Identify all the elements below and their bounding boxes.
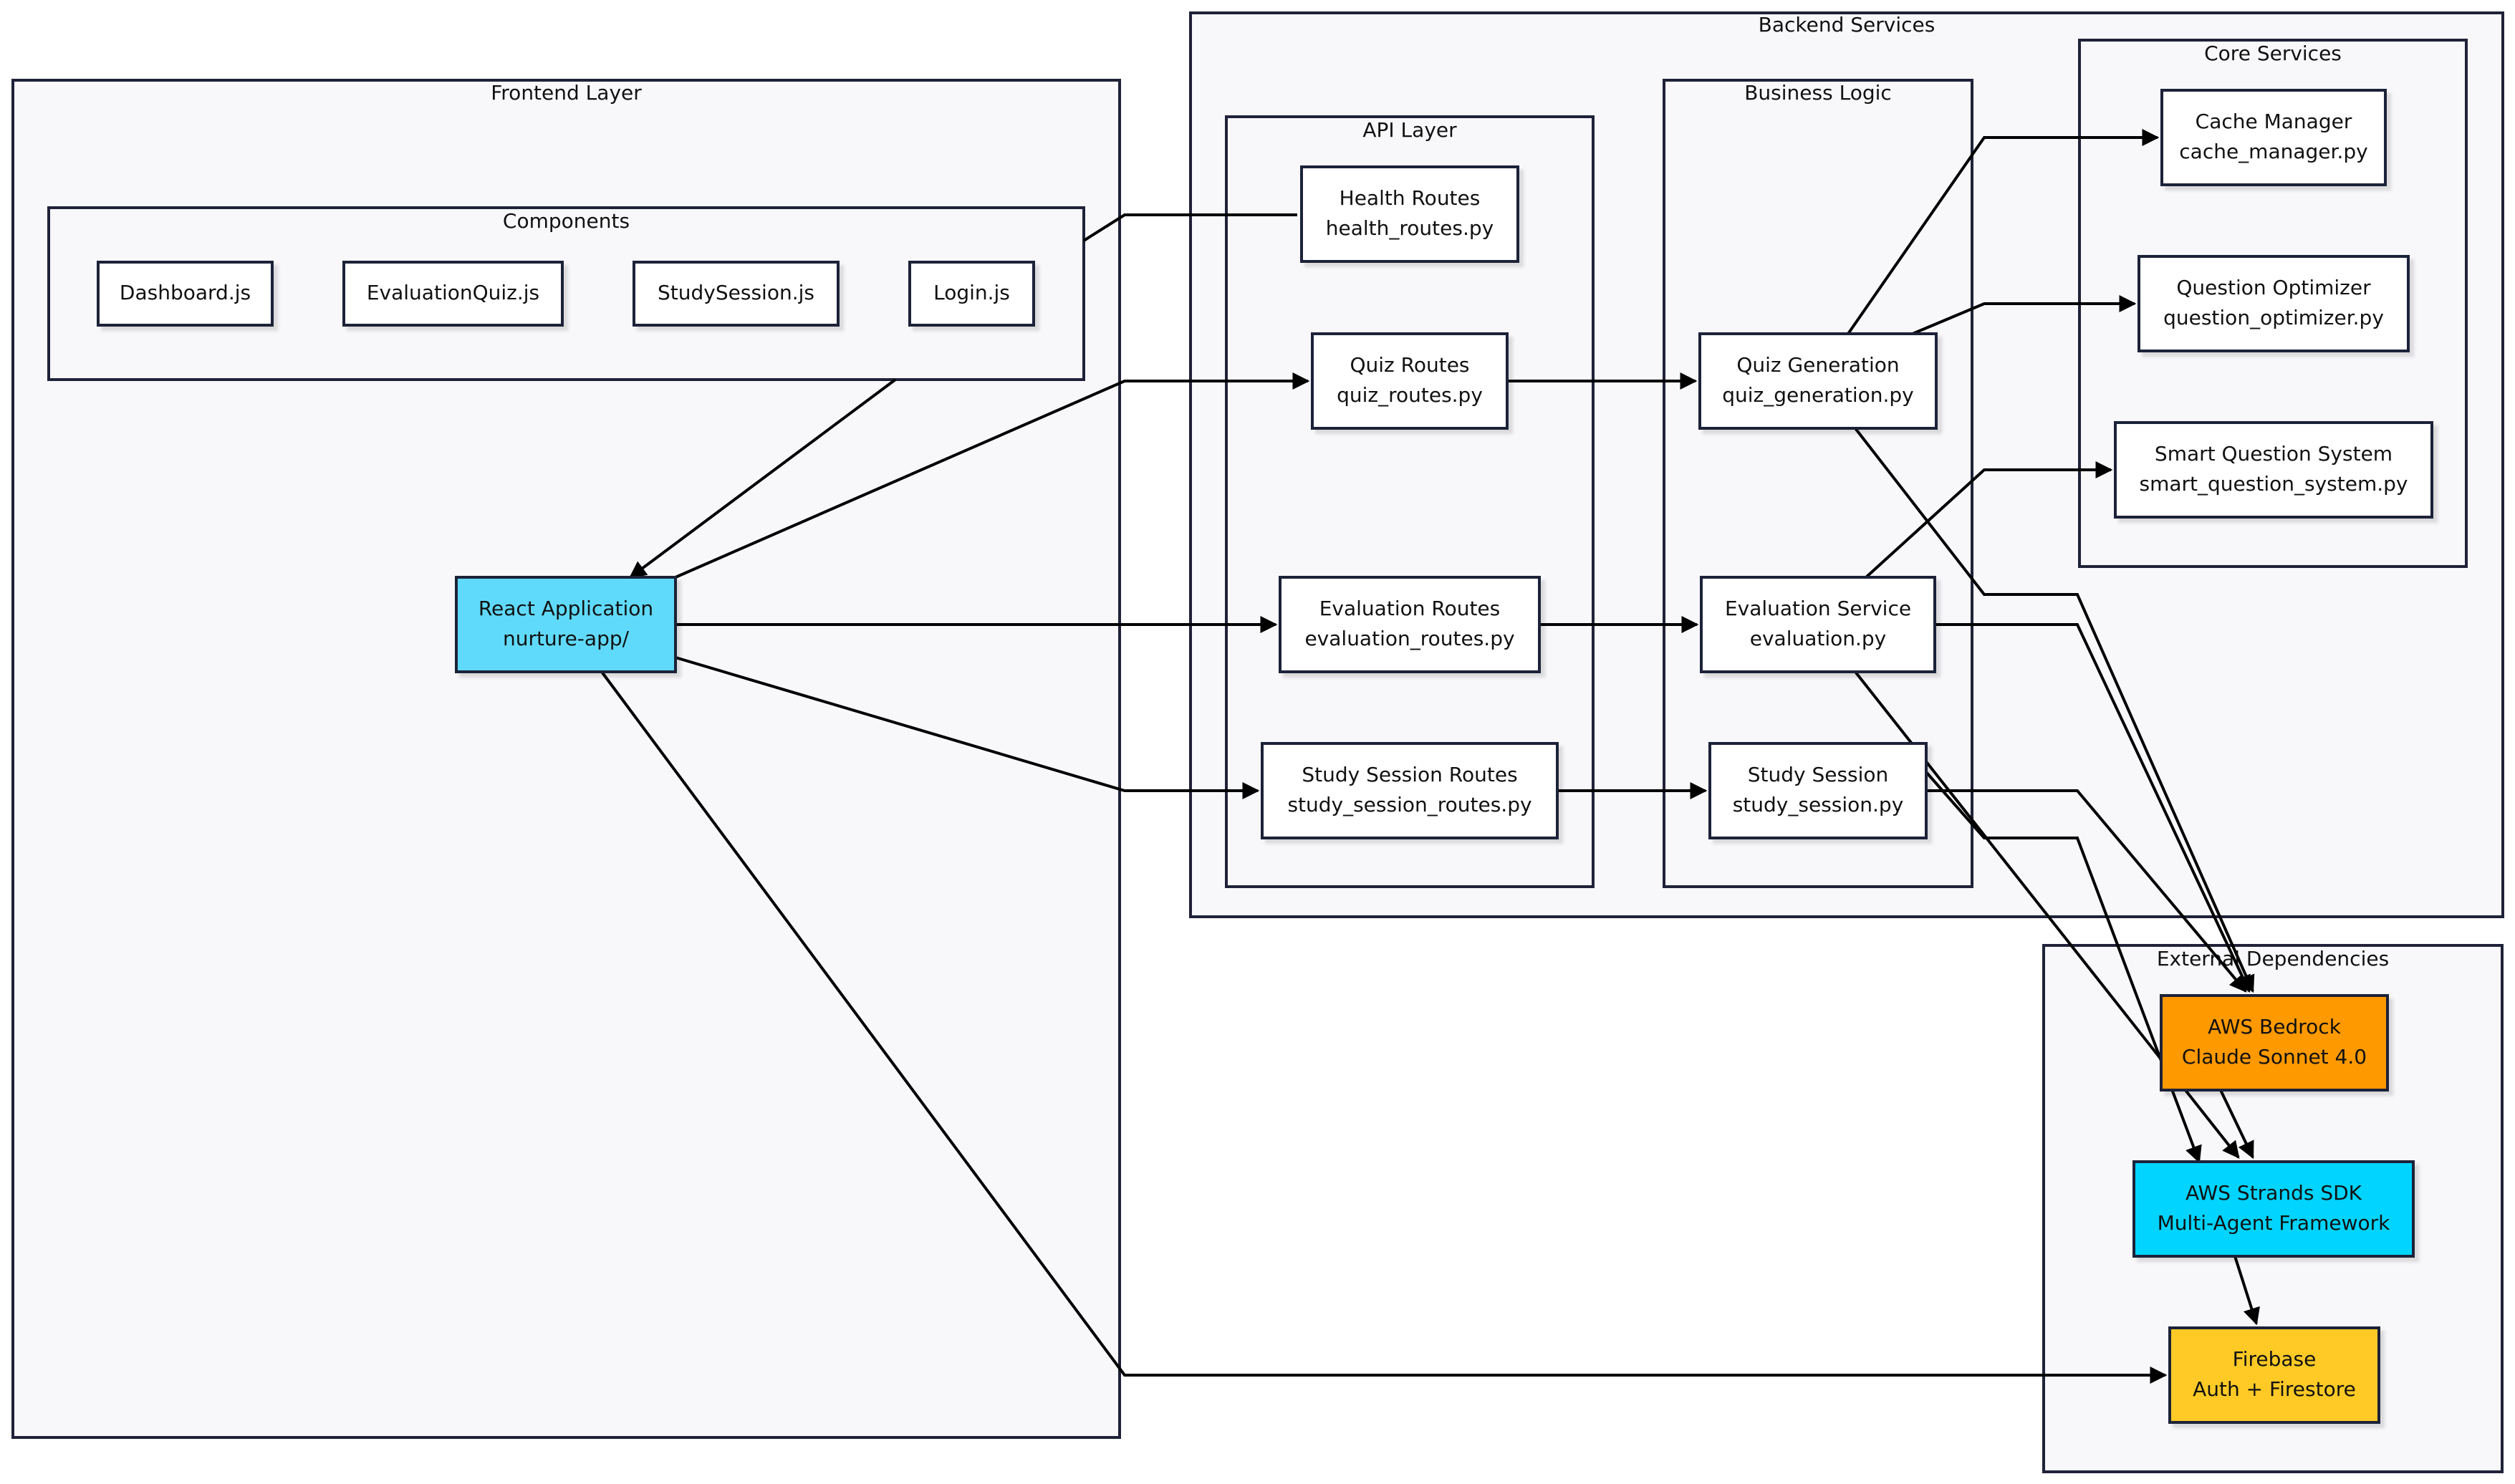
node-smart-box[interactable] xyxy=(2114,421,2433,519)
node-evalroutes-line-2: evaluation_routes.py xyxy=(1304,627,1514,650)
node-evalroutes[interactable]: Evaluation Routes evaluation_routes.py xyxy=(1279,576,1541,673)
node-strands-line-1: AWS Strands SDK xyxy=(2185,1181,2362,1205)
node-bedrock-line-2: Claude Sonnet 4.0 xyxy=(2182,1045,2367,1069)
node-studysessionjs-box[interactable] xyxy=(633,261,840,327)
node-evalservice-box[interactable] xyxy=(1700,576,1936,673)
edge-studysession-to-strands xyxy=(1925,771,2202,1164)
edge-bedrock-to-strands xyxy=(2219,1089,2254,1160)
node-quizroutes-line-2: quiz_routes.py xyxy=(1337,383,1483,407)
node-evalservice-line-1: Evaluation Service xyxy=(1725,597,1911,620)
node-evalservice[interactable]: Evaluation Service evaluation.py xyxy=(1700,576,1936,673)
node-strands-box[interactable] xyxy=(2132,1160,2415,1258)
node-cache[interactable]: Cache Manager cache_manager.py xyxy=(2160,89,2387,186)
cluster-frontend-label: Frontend Layer xyxy=(491,81,642,105)
node-optimizer-box[interactable] xyxy=(2137,255,2410,352)
edge-react-to-quizroutes xyxy=(675,372,1310,579)
node-smart[interactable]: Smart Question System smart_question_syst… xyxy=(2114,421,2433,519)
node-bedrock-box[interactable] xyxy=(2160,994,2389,1092)
node-strands-line-2: Multi-Agent Framework xyxy=(2158,1211,2390,1235)
nodes-layer: Dashboard.js EvaluationQuiz.js StudySessio… xyxy=(97,89,2433,1424)
node-dashboard[interactable]: Dashboard.js xyxy=(97,261,274,327)
node-evalquiz-line-1: EvaluationQuiz.js xyxy=(367,281,539,304)
edge-quizgen-to-cache xyxy=(1847,129,2160,335)
cluster-api-label: API Layer xyxy=(1362,118,1457,142)
node-login[interactable]: Login.js xyxy=(908,261,1035,327)
node-firebase-box[interactable] xyxy=(2168,1326,2380,1424)
node-health-line-2: health_routes.py xyxy=(1326,216,1494,240)
node-evalroutes-line-1: Evaluation Routes xyxy=(1319,597,1501,620)
node-evalquiz-box[interactable] xyxy=(342,261,564,327)
node-optimizer-line-1: Question Optimizer xyxy=(2176,276,2371,299)
node-login-line-1: Login.js xyxy=(933,281,1010,304)
node-studysession-box[interactable] xyxy=(1708,742,1928,839)
node-quizgen-box[interactable] xyxy=(1698,332,1938,430)
edge-evalservice-to-bedrock xyxy=(1935,623,2251,993)
node-studyroutes[interactable]: Study Session Routes study_session_routes… xyxy=(1261,742,1559,839)
edge-react-to-firebase xyxy=(600,670,2168,1384)
node-studysession-line-2: study_session.py xyxy=(1733,793,1904,816)
edge-react-to-studyroutes xyxy=(675,656,1260,799)
node-quizgen-line-2: quiz_generation.py xyxy=(1722,383,1914,407)
node-evalservice-line-2: evaluation.py xyxy=(1750,627,1887,650)
node-evalquiz[interactable]: EvaluationQuiz.js xyxy=(342,261,564,327)
edge-components-to-react xyxy=(1082,213,1297,242)
edge-quizgen-to-optimizer xyxy=(1912,295,2137,335)
node-quizroutes-line-1: Quiz Routes xyxy=(1350,353,1469,377)
node-studysessionjs-line-1: StudySession.js xyxy=(658,281,814,304)
cluster-core-label: Core Services xyxy=(2204,42,2342,65)
node-studyroutes-line-2: study_session_routes.py xyxy=(1287,793,1531,816)
node-firebase-line-2: Auth + Firestore xyxy=(2193,1377,2356,1401)
node-bedrock-line-1: AWS Bedrock xyxy=(2208,1015,2342,1039)
node-cache-line-1: Cache Manager xyxy=(2196,110,2352,133)
edge-evalservice-to-smart xyxy=(1865,461,2113,579)
cluster-components-label: Components xyxy=(503,209,630,233)
node-studysession[interactable]: Study Session study_session.py xyxy=(1708,742,1928,839)
cluster-business-label: Business Logic xyxy=(1744,81,1892,105)
cluster-backend-label: Backend Services xyxy=(1759,13,1935,37)
node-optimizer[interactable]: Question Optimizer question_optimizer.py xyxy=(2137,255,2410,352)
node-health[interactable]: Health Routes health_routes.py xyxy=(1300,165,1519,263)
node-login-box[interactable] xyxy=(908,261,1035,327)
edge-strands-to-firebase xyxy=(2233,1256,2260,1326)
node-quizgen-line-1: Quiz Generation xyxy=(1736,353,1899,377)
cluster-external-label: External Dependencies xyxy=(2157,947,2389,970)
node-optimizer-line-2: question_optimizer.py xyxy=(2163,306,2384,329)
node-quizroutes-box[interactable] xyxy=(1311,332,1509,430)
node-quizroutes[interactable]: Quiz Routes quiz_routes.py xyxy=(1311,332,1509,430)
node-studysession-line-1: Study Session xyxy=(1748,763,1889,786)
node-evalroutes-box[interactable] xyxy=(1279,576,1541,673)
node-studysessionjs[interactable]: StudySession.js xyxy=(633,261,840,327)
node-studyroutes-box[interactable] xyxy=(1261,742,1559,839)
node-strands[interactable]: AWS Strands SDK Multi-Agent Framework xyxy=(2132,1160,2415,1258)
node-cache-box[interactable] xyxy=(2160,89,2387,186)
node-react-line-2: nurture-app/ xyxy=(503,627,630,650)
edge-studysession-to-bedrock xyxy=(1926,789,2247,993)
node-quizgen[interactable]: Quiz Generation quiz_generation.py xyxy=(1698,332,1938,430)
node-react-box[interactable] xyxy=(455,576,677,673)
node-react[interactable]: React Application nurture-app/ xyxy=(455,576,677,673)
node-dashboard-line-1: Dashboard.js xyxy=(120,281,251,304)
node-smart-line-1: Smart Question System xyxy=(2155,442,2393,466)
node-firebase-line-1: Firebase xyxy=(2233,1347,2317,1371)
node-cache-line-2: cache_manager.py xyxy=(2179,140,2367,163)
node-dashboard-box[interactable] xyxy=(97,261,274,327)
node-react-line-1: React Application xyxy=(479,597,653,620)
node-smart-line-2: smart_question_system.py xyxy=(2140,472,2408,496)
edge-quizgen-to-bedrock xyxy=(1854,427,2255,993)
edges-layer xyxy=(600,129,2260,1384)
node-health-box[interactable] xyxy=(1300,165,1519,263)
node-health-line-1: Health Routes xyxy=(1340,186,1481,210)
node-studyroutes-line-1: Study Session Routes xyxy=(1302,763,1517,786)
edge-components-to-health xyxy=(629,378,897,579)
